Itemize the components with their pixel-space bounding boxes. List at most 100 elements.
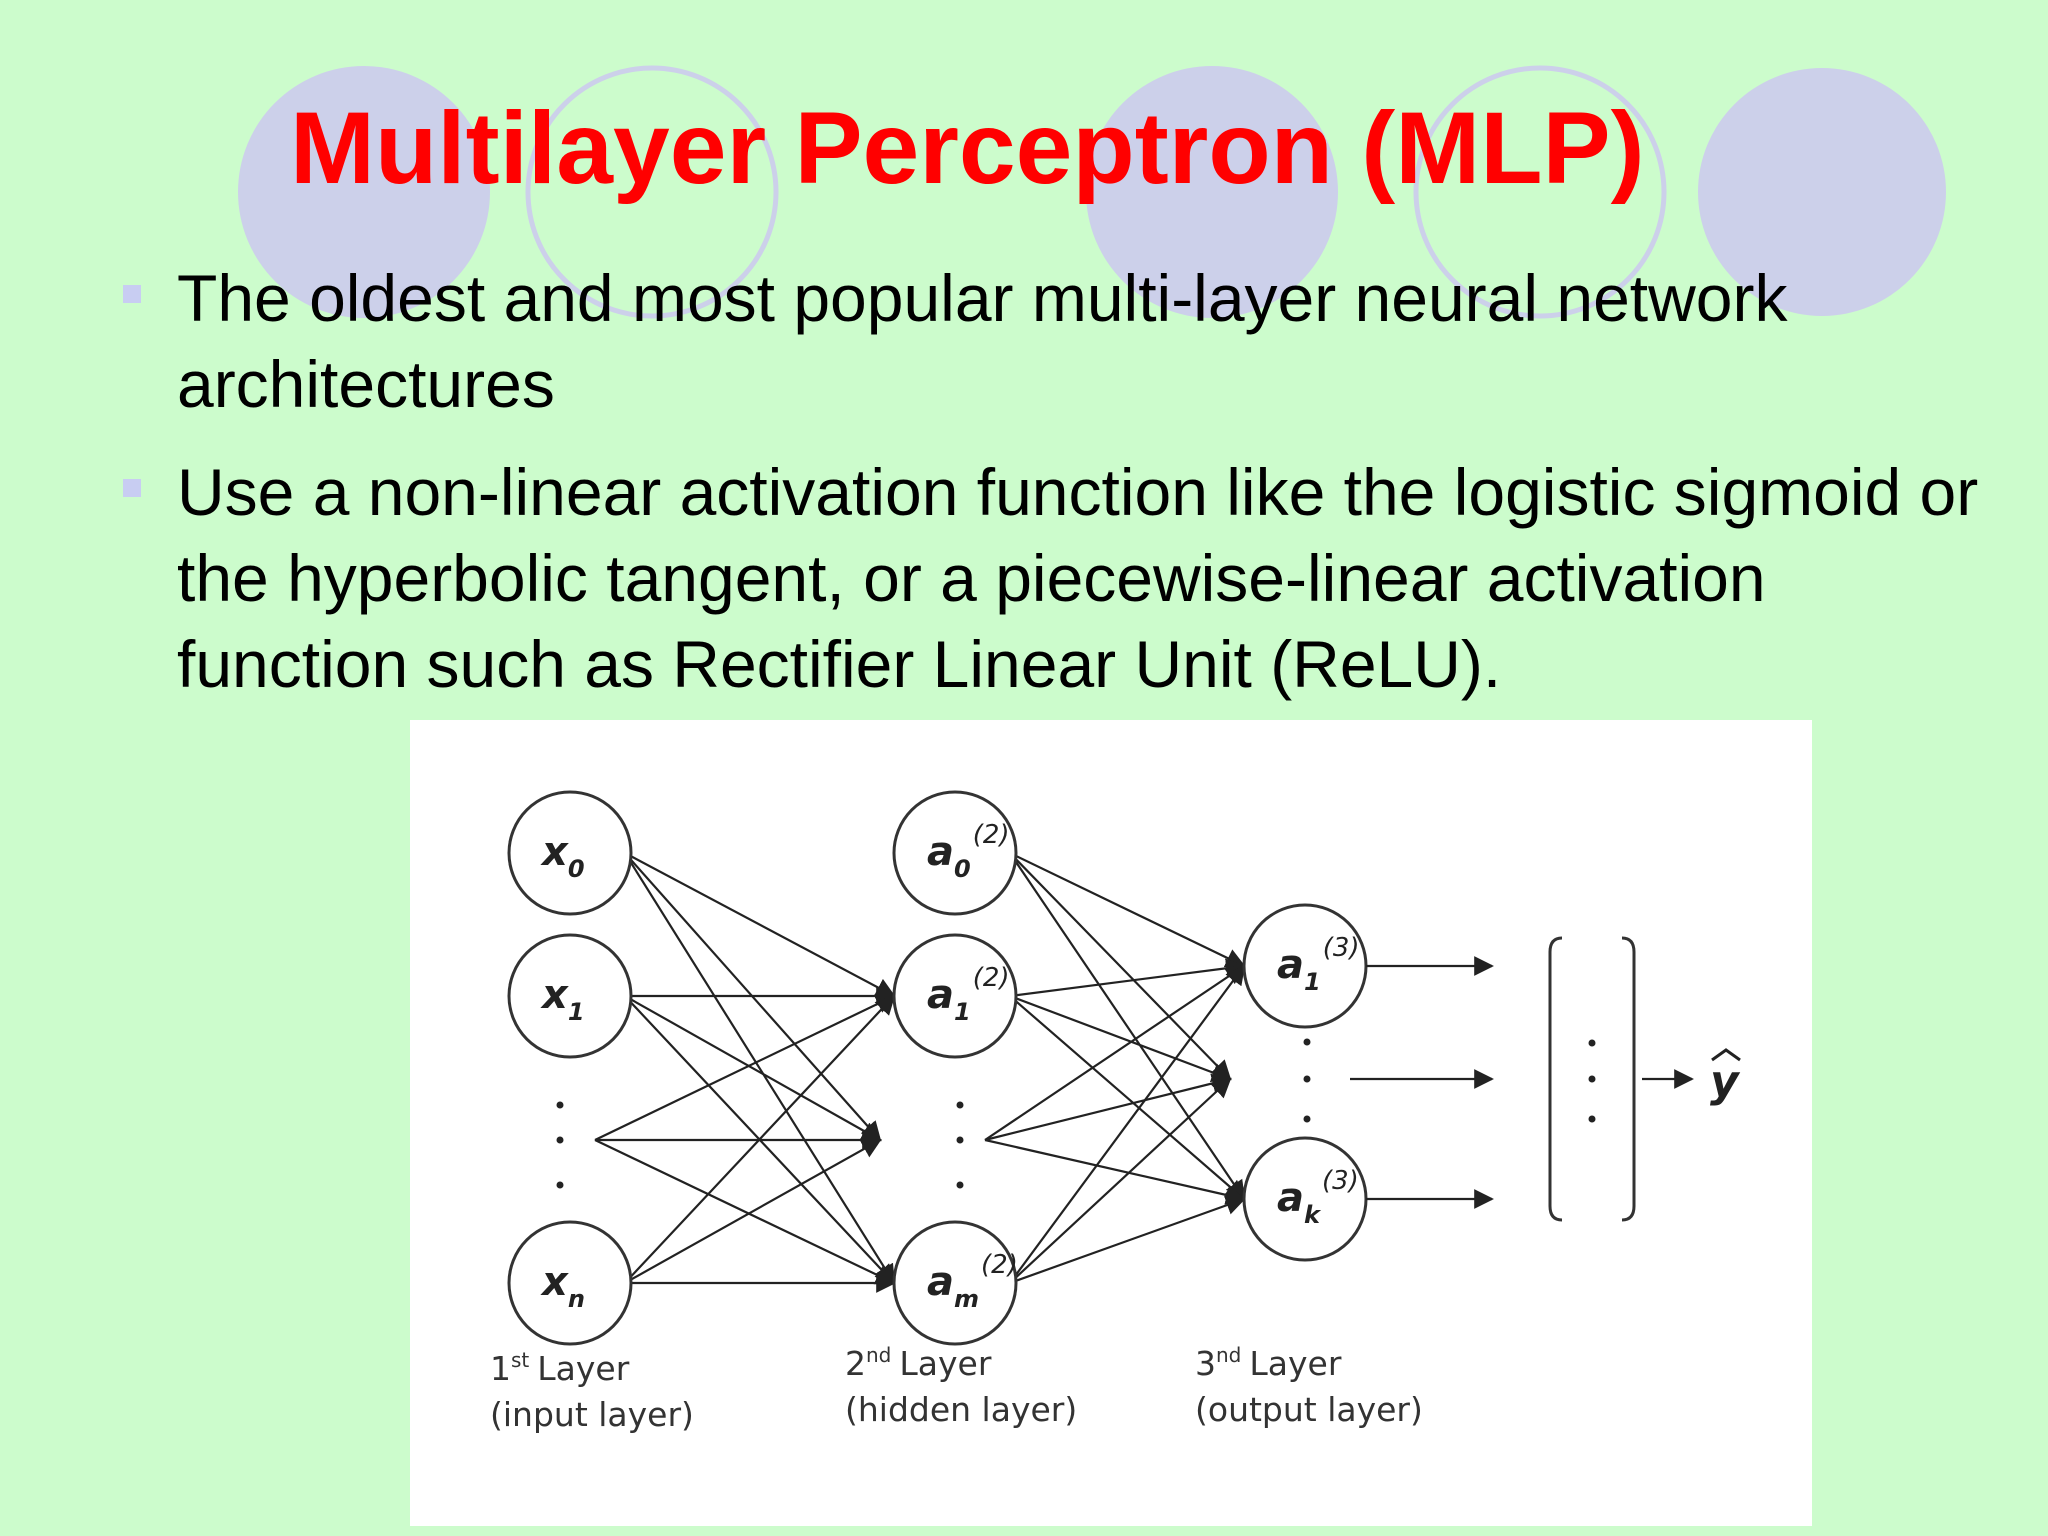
node-subscript: 1 bbox=[568, 998, 585, 1026]
layer-ordinal-suffix: st bbox=[511, 1348, 529, 1372]
input-node: xn bbox=[507, 1220, 633, 1346]
connection-edge bbox=[623, 852, 896, 1285]
node-label: x1 bbox=[540, 972, 585, 1026]
input-node: x1 bbox=[507, 933, 633, 1059]
node-label: am(2) bbox=[927, 1250, 1018, 1313]
bullet-item-1: The oldest and most popular multi-layer … bbox=[120, 255, 2000, 427]
node-circle bbox=[507, 933, 633, 1059]
ellipsis-dot bbox=[956, 1181, 964, 1189]
node-label: xn bbox=[540, 1259, 585, 1313]
output-node: a1(3) bbox=[1242, 903, 1368, 1029]
ellipsis-dot bbox=[1588, 1075, 1596, 1083]
node-label: x0 bbox=[540, 829, 585, 883]
node-base: a bbox=[927, 829, 954, 875]
node-label: a1(3) bbox=[1277, 933, 1360, 996]
layer-ordinal-suffix: nd bbox=[866, 1343, 891, 1367]
node-label: a0(2) bbox=[927, 820, 1010, 883]
ellipsis-dot bbox=[1303, 1115, 1311, 1123]
connection-edge bbox=[984, 964, 1246, 1141]
connection-edge bbox=[1009, 1195, 1246, 1285]
bullet-item-2: Use a non-linear activation function lik… bbox=[120, 449, 2000, 707]
node-superscript: (2) bbox=[973, 820, 1010, 850]
connections bbox=[594, 852, 1246, 1293]
bullet-square-icon bbox=[123, 285, 141, 303]
slide-title: Multilayer Perceptron (MLP) bbox=[290, 91, 1645, 205]
connection-edge bbox=[624, 995, 882, 1141]
connection-edge bbox=[1009, 964, 1246, 1284]
ellipsis-dot bbox=[556, 1136, 564, 1144]
output-node: ak(3) bbox=[1242, 1136, 1368, 1262]
decor-circle-2 bbox=[525, 65, 779, 319]
node-label: ak(3) bbox=[1277, 1166, 1359, 1229]
vector-left-bracket bbox=[1548, 936, 1563, 1222]
ellipsis-dot bbox=[1588, 1039, 1596, 1047]
connection-edge bbox=[624, 994, 896, 1284]
hidden-node: a1(2) bbox=[892, 933, 1018, 1059]
node-subscript: 1 bbox=[1304, 968, 1321, 996]
ellipsis-dot bbox=[556, 1181, 564, 1189]
node-circle bbox=[892, 933, 1018, 1059]
output-symbol: y bbox=[1710, 1056, 1741, 1107]
layer-description: (hidden layer) bbox=[845, 1390, 1077, 1429]
layer-ordinal: 3 bbox=[1195, 1344, 1216, 1383]
input-node: x0 bbox=[507, 790, 633, 916]
node-base: a bbox=[1277, 1175, 1304, 1221]
node-subscript: 1 bbox=[954, 998, 971, 1026]
node-base: x bbox=[540, 829, 569, 875]
hidden-node: a0(2) bbox=[892, 790, 1018, 916]
vector-right-bracket bbox=[1621, 936, 1636, 1222]
connection-edge bbox=[594, 1139, 896, 1285]
layer-description: (input layer) bbox=[490, 1395, 694, 1434]
node-base: x bbox=[540, 1259, 569, 1305]
node-label: a1(2) bbox=[927, 963, 1010, 1026]
node-base: a bbox=[927, 1259, 954, 1305]
hidden-node: am(2) bbox=[892, 1220, 1018, 1346]
node-circle bbox=[892, 1220, 1018, 1346]
node-circle bbox=[507, 790, 633, 916]
node-circle bbox=[507, 1220, 633, 1346]
connection-edge bbox=[624, 852, 896, 997]
layer-ordinal: 2 bbox=[845, 1344, 866, 1383]
node-superscript: (2) bbox=[981, 1250, 1018, 1280]
node-circle bbox=[892, 790, 1018, 916]
connection-edge bbox=[1009, 1077, 1232, 1284]
background-circles bbox=[238, 65, 1946, 319]
node-base: x bbox=[540, 972, 569, 1018]
bullet-text: The oldest and most popular multi-layer … bbox=[177, 261, 1788, 421]
decor-circle-5 bbox=[1698, 68, 1946, 316]
ellipsis-dot bbox=[556, 1101, 564, 1109]
connection-edge bbox=[1008, 852, 1246, 1201]
decor-circle-1 bbox=[238, 66, 490, 318]
node-subscript: 0 bbox=[954, 855, 971, 883]
connection-edge bbox=[1009, 852, 1246, 968]
layer-ordinal-suffix: nd bbox=[1216, 1343, 1241, 1367]
node-superscript: (3) bbox=[1322, 1166, 1359, 1196]
decor-circle-4 bbox=[1413, 65, 1667, 319]
ellipsis-dot bbox=[1303, 1075, 1311, 1083]
node-superscript: (2) bbox=[973, 963, 1010, 993]
node-subscript: n bbox=[568, 1285, 585, 1313]
layer-word: Layer bbox=[537, 1349, 629, 1388]
node-base: a bbox=[927, 972, 954, 1018]
node-superscript: (3) bbox=[1323, 933, 1360, 963]
output-section: y bbox=[1350, 936, 1741, 1222]
decor-circle-3 bbox=[1086, 66, 1338, 318]
node-subscript: m bbox=[954, 1285, 979, 1313]
ellipsis-dot bbox=[1588, 1115, 1596, 1123]
node-subscript: 0 bbox=[568, 855, 585, 883]
hat-icon bbox=[1711, 1048, 1741, 1062]
ellipsis-dot bbox=[1303, 1038, 1311, 1046]
connection-edge bbox=[1009, 852, 1232, 1081]
bullet-list: The oldest and most popular multi-layer … bbox=[120, 255, 2000, 729]
ellipsis-dots bbox=[556, 1038, 1596, 1189]
connection-edge bbox=[984, 1073, 1232, 1142]
